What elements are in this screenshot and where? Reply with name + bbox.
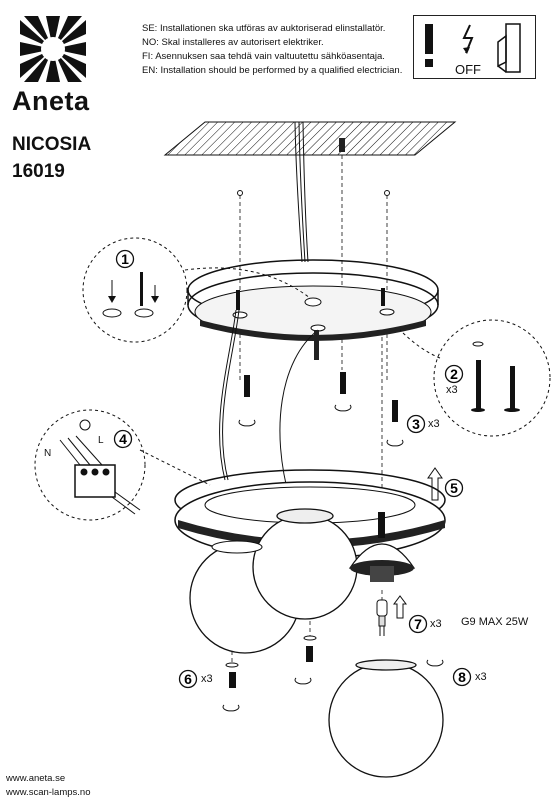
step-badge-2: 2 bbox=[444, 364, 464, 384]
svg-text:7: 7 bbox=[414, 616, 422, 632]
up-arrow-icon bbox=[427, 467, 443, 501]
neutral-label: N bbox=[44, 448, 52, 459]
detail-bubble-4 bbox=[34, 409, 211, 521]
power-off-warning bbox=[413, 15, 536, 79]
notice-en: EN: Installation should be performed by … bbox=[142, 65, 403, 76]
screws-detail-icon bbox=[471, 341, 520, 412]
product-number: 16019 bbox=[12, 161, 65, 182]
ceiling-cables bbox=[294, 121, 309, 263]
footer-link-aneta[interactable]: www.aneta.se bbox=[6, 773, 66, 784]
svg-text:5: 5 bbox=[450, 480, 458, 496]
socket-dome bbox=[348, 512, 416, 582]
svg-text:1: 1 bbox=[121, 251, 129, 267]
step-badge-1: 1 bbox=[115, 249, 135, 269]
installation-notice: SE: Installationen ska utföras av auktor… bbox=[142, 22, 402, 78]
brand-name: Aneta bbox=[12, 86, 90, 116]
notice-se: SE: Installationen ska utföras av auktor… bbox=[142, 23, 386, 34]
step-badge-8: 8 bbox=[452, 667, 472, 687]
off-label: OFF bbox=[455, 62, 481, 77]
g9-bulb-icon bbox=[376, 595, 407, 636]
svg-text:4: 4 bbox=[119, 431, 127, 447]
step-6-qty: x3 bbox=[201, 673, 213, 685]
svg-text:3: 3 bbox=[412, 416, 420, 432]
suspension-wires bbox=[219, 309, 319, 501]
footer-link-scan-lamps[interactable]: www.scan-lamps.no bbox=[6, 787, 91, 798]
exclamation-icon bbox=[425, 24, 433, 67]
step-3-qty: x3 bbox=[428, 418, 440, 430]
step-8-qty: x3 bbox=[475, 671, 487, 683]
globe-nuts bbox=[225, 635, 317, 688]
switch-off-icon bbox=[497, 23, 521, 73]
step-badge-6: 6 bbox=[178, 669, 198, 689]
notice-no: NO: Skal installeres av autorisert elekt… bbox=[142, 37, 324, 48]
step-badge-5: 5 bbox=[444, 478, 464, 498]
detail-bubble-1 bbox=[82, 237, 311, 343]
step-7-qty: x3 bbox=[430, 618, 442, 630]
notice-fi: FI: Asennuksen saa tehdä vain valtuutett… bbox=[142, 51, 385, 62]
screw-anchor-detail bbox=[102, 272, 159, 318]
live-label: L bbox=[98, 435, 104, 446]
terminal-block-icon bbox=[59, 419, 141, 515]
product-name: NICOSIA bbox=[12, 134, 92, 155]
step-2-qty: x3 bbox=[446, 384, 458, 396]
step-badge-4: 4 bbox=[113, 429, 133, 449]
step-badge-7: 7 bbox=[408, 614, 428, 634]
ceiling bbox=[163, 121, 457, 156]
svg-text:6: 6 bbox=[184, 671, 192, 687]
step-badge-3: 3 bbox=[406, 414, 426, 434]
bulb-spec: G9 MAX 25W bbox=[461, 616, 529, 628]
lightning-icon bbox=[462, 24, 474, 54]
svg-text:8: 8 bbox=[458, 669, 466, 685]
wall-plugs bbox=[244, 372, 398, 422]
detail-bubble-2 bbox=[399, 319, 551, 437]
svg-text:2: 2 bbox=[450, 366, 458, 382]
footer-links: www.aneta.se www.scan-lamps.no bbox=[6, 772, 90, 800]
aneta-logo-icon bbox=[20, 16, 86, 82]
